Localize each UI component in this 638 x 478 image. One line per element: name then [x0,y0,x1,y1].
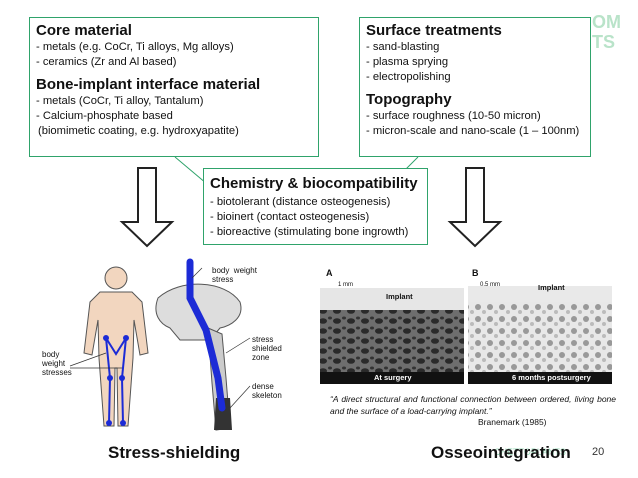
ss-label-line [225,337,251,354]
body-label-line [69,352,107,367]
quote-author: Branemark (1985) [478,417,547,427]
stress-shielding-figure [69,258,251,431]
interface-material-title: Bone-implant interface material [36,76,261,93]
footer-watermark: CHETTOPLANTS [494,447,566,457]
list-item: - sand-blasting [366,41,440,53]
logo-text: OM TS [592,12,621,52]
bw-label-line [191,267,203,279]
body-weight-stress-label: body weight stress [212,266,257,284]
osseointegration-micrographs [320,266,612,384]
panel-b-caption-bar [468,372,612,384]
core-material-title: Core material [36,22,132,39]
at-surgery-label: At surgery [374,373,412,382]
panel-a-implant [320,288,464,310]
list-item: - bioinert (contact osteogenesis) [210,211,370,223]
body-weight-stresses-label: body weight stresses [42,350,72,377]
list-item: - metals (CoCr, Ti alloy, Tantalum) [36,95,204,107]
panel-a-letter: A [326,268,333,278]
postsurgery-label: 6 months postsurgery [512,373,591,382]
list-item: - biotolerant (distance osteogenesis) [210,196,391,208]
list-item: - surface roughness (10-50 micron) [366,110,541,122]
human-body-outline [83,266,149,427]
stress-nodes [103,335,129,426]
list-item: - Calcium-phosphate based [36,110,173,122]
down-arrow-right [447,167,503,248]
list-item: - ceramics (Zr and Al based) [36,56,177,68]
panel-b-letter: B [472,268,479,278]
panel-a-caption-bar [320,372,464,384]
branemark-quote: “A direct structural and functional conn… [330,394,616,416]
osseointegration-caption: Osseointegration [431,443,571,462]
page-number: 20 [592,446,605,458]
stress-shielded-zone-label: stress shielded zone [252,335,282,362]
implant-label-a: Implant [386,292,413,301]
ds-label-line [229,385,251,409]
scale-bar-a: 1 mm [338,282,353,288]
dense-skeleton-label: dense skeleton [252,382,282,400]
implant-stem [186,258,226,412]
list-item: - electropolishing [366,71,451,83]
panel-b-bone [468,302,612,372]
list-item: - metals (e.g. CoCr, Ti alloys, Mg alloy… [36,41,234,53]
materials-box: Core material - metals (e.g. CoCr, Ti al… [29,17,319,157]
chemistry-box: Chemistry & biocompatibility - biotolera… [203,168,428,245]
chemistry-title: Chemistry & biocompatibility [210,175,418,192]
topography-title: Topography [366,91,452,108]
panel-a-bone [320,310,464,372]
list-item: - micron-scale and nano-scale (1 – 100nm… [366,125,580,137]
list-item: - bioreactive (stimulating bone ingrowth… [210,226,409,238]
implant-label-b: Implant [538,283,565,292]
scale-bar-b: 0.5 mm [480,282,501,288]
surface-treatments-title: Surface treatments [366,22,502,39]
list-item: - plasma sprying [366,56,449,68]
surface-box: Surface treatments - sand-blasting - pla… [359,17,591,157]
list-item: (biomimetic coating, e.g. hydroxyapatite… [38,125,239,137]
down-arrow-left [119,167,175,248]
stress-shielding-caption: Stress-shielding [108,443,241,462]
